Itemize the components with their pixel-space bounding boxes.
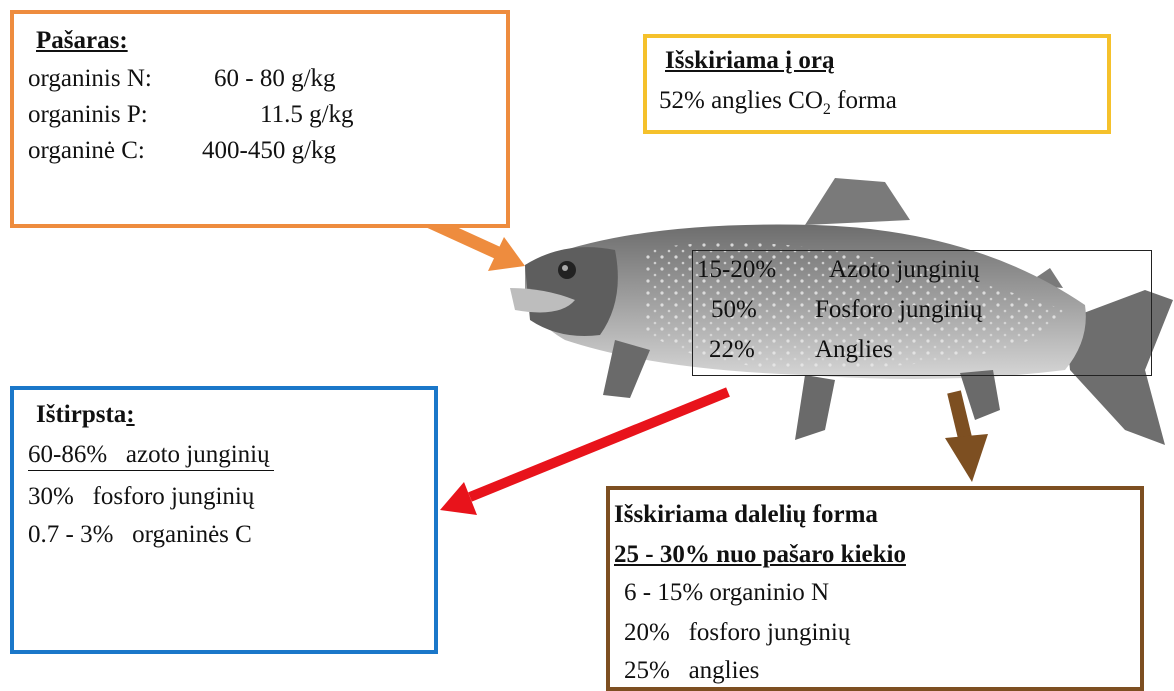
- feed-row-c-value: 400-450 g/kg: [202, 137, 337, 164]
- dissolved-title-word: Ištirpsta: [36, 401, 127, 428]
- feed-row-p-label: organinis P:: [28, 101, 148, 128]
- air-line-suffix: forma: [830, 87, 897, 114]
- fish-row-c-label: Anglies: [815, 336, 893, 363]
- dissolved-row-p-pct: 30%: [28, 483, 74, 510]
- particles-row-n-label: organinio N: [709, 579, 830, 606]
- particles-box: Išskiriama dalelių forma 25 - 30% nuo pa…: [606, 486, 1144, 691]
- particles-row-n-pct: 6 - 15%: [624, 579, 704, 606]
- feed-row-n-value: 60 - 80 g/kg: [214, 65, 336, 92]
- particles-row-c-pct: 25%: [624, 657, 670, 684]
- fish-row-n-label: Azoto junginių: [829, 256, 980, 283]
- particles-row-p-pct: 20%: [624, 619, 670, 646]
- dissolved-row-n-label: azoto junginių: [125, 441, 270, 468]
- particles-subtitle: 25 - 30% nuo pašaro kiekio: [614, 541, 906, 568]
- air-title: Išskiriama į orą: [665, 47, 835, 74]
- air-emission-box: Išskiriama į orą 52% anglies CO2 forma: [643, 34, 1111, 134]
- feed-row-p-value: 11.5 g/kg: [260, 101, 354, 128]
- feed-row-n-label: organinis N:: [28, 65, 152, 92]
- dissolved-row-n-pct: 60-86%: [28, 441, 108, 468]
- fish-row-p-pct: 50%: [711, 296, 757, 323]
- air-line: 52% anglies CO2 forma: [659, 86, 897, 125]
- fish-row-c-pct: 22%: [709, 336, 755, 363]
- particles-row-p: 20% fosforo junginių: [624, 618, 850, 648]
- dissolved-title-colon: :: [126, 401, 135, 428]
- dissolved-title: Ištirpsta:: [36, 400, 135, 430]
- feed-box: Pašaras: organinis N: 60 - 80 g/kg organ…: [10, 10, 510, 228]
- fish-row-n-pct: 15-20%: [697, 256, 777, 283]
- dissolved-row-p: 30% fosforo junginių: [28, 482, 254, 512]
- particles-row-c-label: anglies: [688, 657, 760, 684]
- fish-retention-box: 15-20% Azoto junginių 50% Fosforo jungin…: [692, 250, 1152, 376]
- air-line-subscript: 2: [822, 101, 831, 118]
- particles-row-p-label: fosforo junginių: [688, 619, 851, 646]
- fish-row-p-label: Fosforo junginių: [815, 296, 983, 323]
- dissolved-row-p-label: fosforo junginių: [92, 483, 255, 510]
- fish-to-dissolved-arrow: [440, 387, 730, 515]
- fish-to-particles-arrow: [945, 390, 988, 482]
- dissolved-box: Ištirpsta: 60-86% azoto junginių 30% fos…: [10, 386, 438, 654]
- dissolved-row-n: 60-86% azoto junginių: [28, 440, 274, 471]
- particles-row-c: 25% anglies: [624, 656, 759, 686]
- dissolved-row-c: 0.7 - 3% organinės C: [28, 520, 252, 550]
- dissolved-row-c-label: organinės C: [132, 521, 252, 548]
- feed-row-c-label: organinė C:: [28, 137, 145, 164]
- trout-icon: [510, 178, 1173, 445]
- particles-row-n: 6 - 15% organinio N: [624, 578, 829, 608]
- feed-title: Pašaras:: [36, 27, 128, 54]
- air-line-text: 52% anglies CO: [659, 87, 823, 114]
- dissolved-row-c-pct: 0.7 - 3%: [28, 521, 114, 548]
- particles-title: Išskiriama dalelių forma: [614, 501, 878, 528]
